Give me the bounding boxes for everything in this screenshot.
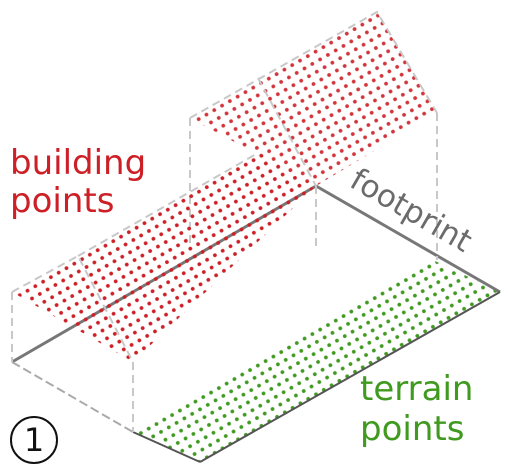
terrain-label-line-1: terrain — [360, 369, 474, 409]
building-label-line-2: points — [10, 181, 115, 221]
building-back-roof-points — [190, 12, 437, 186]
terrain-edges — [132, 291, 501, 463]
building-points-label: building points — [10, 146, 146, 222]
terrain-label-line-2: points — [360, 409, 465, 449]
footprint-front-edge — [11, 361, 134, 433]
building-label-line-1: building — [10, 143, 147, 183]
building-front-roof-points — [12, 153, 316, 362]
terrain-points-label: terrain points — [360, 372, 473, 452]
terrain-point-patch — [133, 260, 500, 462]
building-front-outline — [11, 152, 259, 432]
step-number-badge: 1 — [10, 416, 58, 464]
